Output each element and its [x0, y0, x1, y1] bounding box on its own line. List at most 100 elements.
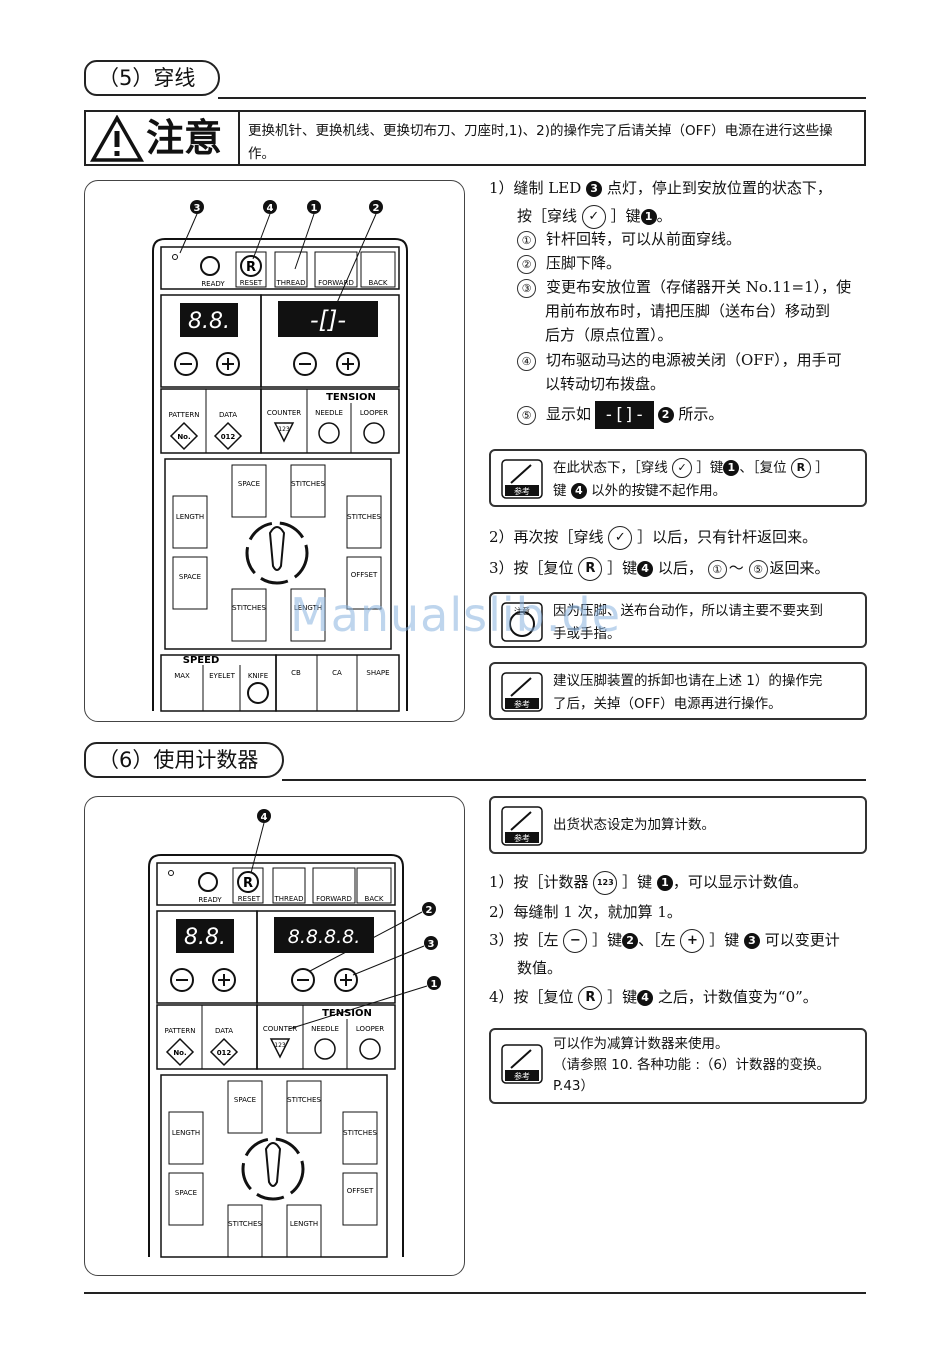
s6-step-1: 1）按［计数器 123 ］键 1，可以显示计数值。: [489, 870, 808, 895]
reference-pen-icon: 参考: [501, 806, 543, 846]
key-knife-label: KNIFE: [248, 672, 268, 680]
reference-note-4: 参考 可以作为减算计数器来使用。（请参照 10. 各种功能 :（6）计数器的变换…: [489, 1028, 867, 1104]
key-data-label: DATA: [219, 411, 237, 419]
tension-label-b: TENSION: [322, 1008, 372, 1019]
key-1-mark: 1: [640, 209, 657, 225]
pattern-no-glyph: No.: [177, 433, 190, 441]
key-forward-label: FORWARD: [318, 279, 354, 287]
small-display-value-b: 8.8.: [184, 925, 226, 950]
svg-text:参考: 参考: [514, 1071, 530, 1081]
shape-key-6: OFFSET: [351, 571, 378, 579]
s5-sub-3-cont1: 用前布放布时，请把压脚（送布台）移动到: [545, 302, 831, 320]
caution-note-2: 注意 因为压脚、送布台动作，所以请主要不要夹到手或手指。: [489, 592, 867, 648]
s5-sub-4-cont: 以转动切布拨盘。: [545, 375, 666, 393]
caution-hand-icon: 注意: [501, 602, 543, 642]
shape-key-7: STITCHES: [232, 604, 266, 612]
s5-step-1-line1: 1）缝制 LED 3 点灯，停止到安放位置的状态下，: [489, 179, 832, 197]
s6-step-2: 2）每缝制 1 次，就加算 1。: [489, 903, 682, 921]
key-counter-label: COUNTER: [267, 409, 301, 417]
key-back-label: BACK: [369, 279, 388, 287]
counter-123-glyph: 123: [278, 426, 290, 433]
key-ready-label-b: READY: [198, 896, 222, 904]
reference-note-3-text: 出货状态设定为加算计数。: [553, 817, 715, 833]
key-eyelet-label: EYELET: [209, 672, 235, 680]
counter-123-glyph-b: 123: [274, 1042, 286, 1049]
key-reset-label-b: RESET: [238, 895, 261, 903]
shape-key-4b: STITCHES: [343, 1129, 377, 1137]
small-display-value: 8.8.: [188, 309, 230, 334]
callout-2b: 2: [426, 905, 433, 916]
large-display-value: -[]-: [310, 306, 346, 334]
caution-box: 注意 更换机针、更换机线、更换切布刀、刀座时,1)、2)的操作完了后请关掉（OF…: [84, 110, 866, 166]
reference-note-3: 参考 出货状态设定为加算计数。: [489, 796, 867, 854]
shape-key-5b: SPACE: [175, 1189, 197, 1197]
callout-3: 3: [194, 203, 201, 214]
key-cb-label: CB: [291, 669, 301, 677]
key-back-label-b: BACK: [365, 895, 384, 903]
s5-sub-3-cont2: 后方（原点位置）。: [545, 326, 673, 344]
reference-pen-icon: 参考: [501, 672, 543, 712]
shape-key-2: STITCHES: [291, 480, 325, 488]
reset-key-glyph: R: [246, 260, 256, 275]
svg-text:参考: 参考: [514, 833, 530, 843]
svg-text:注意: 注意: [514, 606, 530, 616]
reset-key-glyph-b: R: [243, 876, 253, 891]
key-pattern-label-b: PATTERN: [165, 1027, 196, 1035]
reference-note-2-text: 建议压脚装置的拆卸也请在上述 1）的操作完了后，关掉（OFF）电源再进行操作。: [553, 673, 823, 712]
key-data-label-b: DATA: [215, 1027, 233, 1035]
shape-key-2b: STITCHES: [287, 1096, 321, 1104]
shape-key-3: LENGTH: [176, 513, 204, 521]
shape-key-1: SPACE: [238, 480, 260, 488]
key-shape-label: SHAPE: [366, 669, 389, 677]
section-6-rule: [282, 779, 866, 781]
callout-2: 2: [373, 203, 380, 214]
reference-pen-icon: 参考: [501, 1044, 543, 1084]
tension-label: TENSION: [326, 392, 376, 403]
callout-4b: 4: [261, 812, 268, 823]
inline-display: -[]-: [594, 401, 654, 429]
s5-step-2: 2）再次按［穿线 ✓ ］以后，只有针杆返回来。: [489, 525, 817, 550]
key-looper-label: LOOPER: [360, 409, 388, 417]
speed-label: SPEED: [183, 655, 220, 666]
key-ca-label: CA: [332, 669, 342, 677]
warning-triangle-icon: [90, 115, 144, 162]
caution-text: 更换机针、更换机线、更换切布刀、刀座时,1)、2)的操作完了后请关掉（OFF）电…: [248, 123, 833, 162]
reference-note-4-text: 可以作为减算计数器来使用。（请参照 10. 各种功能 :（6）计数器的变换。P.…: [553, 1036, 830, 1094]
key-reset-label: RESET: [240, 279, 263, 287]
reference-pen-icon: 参考: [501, 459, 543, 499]
operation-panel-drawing: 3 4 1 2 R READY RESET THREAD FORWARD BAC…: [152, 200, 408, 712]
pattern-no-glyph-b: No.: [173, 1049, 186, 1057]
key-pattern-label: PATTERN: [169, 411, 200, 419]
callout-3b: 3: [428, 939, 435, 950]
section-6-title: （6）使用计数器: [84, 742, 284, 778]
caution-head: 注意: [86, 112, 240, 164]
shape-key-7b: STITCHES: [228, 1220, 262, 1228]
callout-4: 4: [267, 203, 274, 214]
data-012-glyph-b: 012: [217, 1049, 232, 1057]
key-counter-label-b: COUNTER: [263, 1025, 297, 1033]
operation-panel-drawing-counter: 4 2 3 1 R READY RESET THREAD FORWARD BAC…: [148, 809, 441, 1258]
callout-1: 1: [311, 203, 318, 214]
shape-key-8b: LENGTH: [290, 1220, 318, 1228]
key-max-label: MAX: [174, 672, 190, 680]
key-thread-label-b: THREAD: [273, 895, 303, 903]
shape-key-4: STITCHES: [347, 513, 381, 521]
callout-1b: 1: [431, 979, 438, 990]
shape-key-5: SPACE: [179, 573, 201, 581]
key-2-mark: 2: [657, 407, 674, 423]
key-thread-label: THREAD: [275, 279, 305, 287]
panel-figure-counter: 4 2 3 1 R READY RESET THREAD FORWARD BAC…: [84, 796, 465, 1276]
shape-key-8: LENGTH: [294, 604, 322, 612]
reference-note-2: 参考 建议压脚装置的拆卸也请在上述 1）的操作完了后，关掉（OFF）电源再进行操…: [489, 662, 867, 720]
thread-key-icon: ✓: [581, 205, 606, 229]
key-needle-label-b: NEEDLE: [311, 1025, 339, 1033]
